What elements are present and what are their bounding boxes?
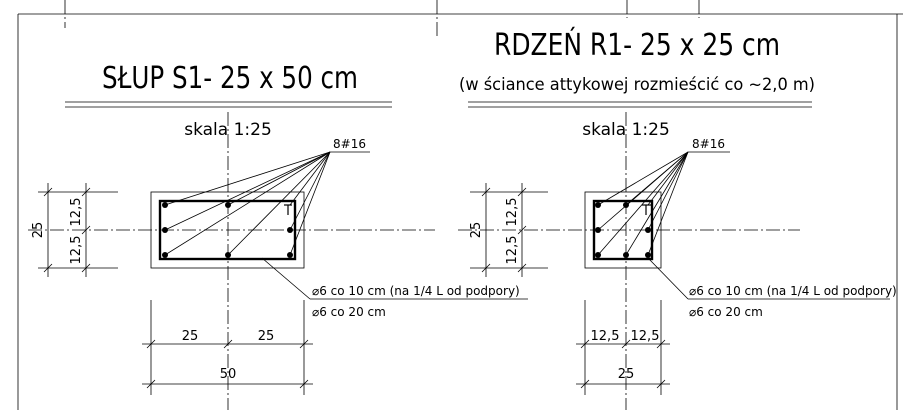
column-s1-detail: SŁUP S1- 25 x 50 cm skala 1:25 <box>28 61 528 410</box>
core-r1-detail: RDZEŃ R1- 25 x 25 cm (w ściance attykowe… <box>458 27 897 410</box>
section-outline-r1 <box>584 191 662 269</box>
top-axis-stubs <box>64 0 700 36</box>
dim-height-total-r1: 25 <box>469 222 484 239</box>
stirrup-spec-1-r1: ⌀6 co 10 cm (na 1/4 L od podpory) <box>689 284 897 298</box>
dim-height-bot-r1: 12,5 <box>505 236 520 265</box>
title-slup-s1: SŁUP S1- 25 x 50 cm <box>102 61 358 96</box>
dim-height-top-s1: 12,5 <box>69 198 84 227</box>
stirrup-outline-r1 <box>592 199 654 261</box>
dim-width-2-r1: 12,5 <box>631 329 660 344</box>
dim-height-bot-s1: 12,5 <box>69 236 84 265</box>
dim-width-total-r1: 25 <box>618 367 635 382</box>
bars-label-s1: 8#16 <box>333 137 366 151</box>
bars-label-r1: 8#16 <box>692 137 725 151</box>
title-rdzen-r1: RDZEŃ R1- 25 x 25 cm <box>494 27 780 63</box>
vertical-dimensions-s1 <box>38 183 118 277</box>
vertical-dimensions-r1 <box>470 183 548 277</box>
horizontal-dimensions-s1 <box>142 300 313 395</box>
stirrup-spec-2-r1: ⌀6 co 20 cm <box>689 305 763 319</box>
dim-height-total-s1: 25 <box>31 222 46 239</box>
stirrup-spec-1-s1: ⌀6 co 10 cm (na 1/4 L od podpory) <box>312 284 520 298</box>
bar-leaders-r1 <box>597 151 730 256</box>
section-outline-s1 <box>150 191 305 269</box>
subtitle-rdzen-r1: (w ściance attykowej rozmieścić co ~2,0 … <box>459 75 815 95</box>
dim-width-total-s1: 50 <box>220 367 237 382</box>
stirrup-outline-s1 <box>158 199 297 261</box>
stirrup-spec-2-s1: ⌀6 co 20 cm <box>312 305 386 319</box>
dim-height-top-r1: 12,5 <box>505 198 520 227</box>
dim-width-2-s1: 25 <box>258 329 275 344</box>
dim-width-1-s1: 25 <box>182 329 199 344</box>
bar-leaders-s1 <box>164 151 370 256</box>
drawing-frame <box>17 13 903 410</box>
horizontal-dimensions-r1 <box>576 300 670 395</box>
dim-width-1-r1: 12,5 <box>591 329 620 344</box>
